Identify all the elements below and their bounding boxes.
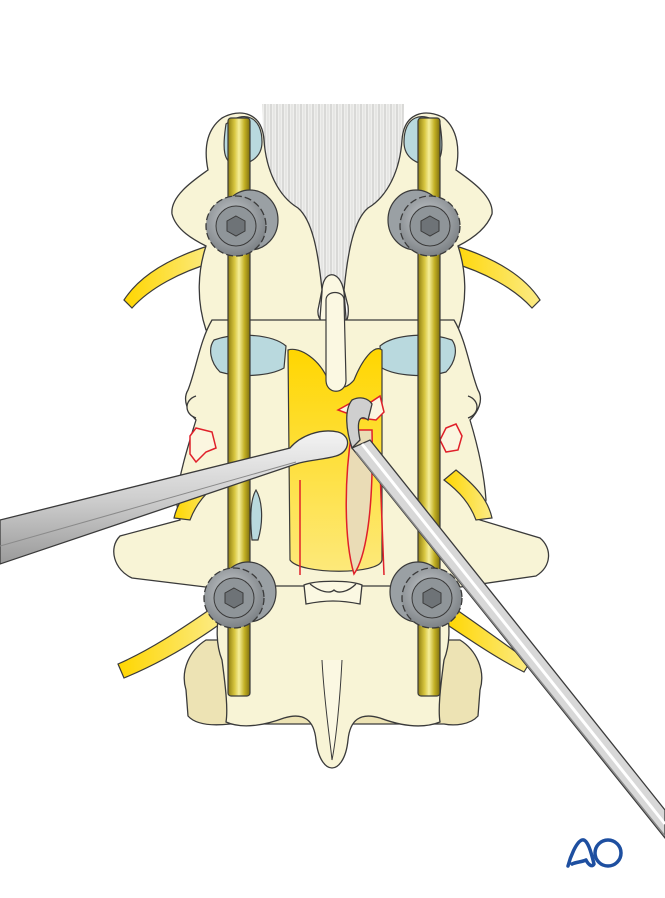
probe-instrument	[346, 397, 665, 840]
ao-logo: AO	[566, 836, 623, 868]
upper-nerve-roots	[123, 245, 541, 309]
elevator-instrument	[0, 430, 349, 565]
upper-left-screw	[205, 189, 279, 257]
lower-nerve-roots	[117, 607, 531, 679]
logo-text: AO	[566, 836, 589, 840]
lower-vertebra	[183, 580, 483, 769]
lower-left-screw	[203, 561, 277, 629]
lower-right-screw	[389, 561, 463, 629]
left-rod	[227, 117, 251, 697]
upper-right-screw	[387, 189, 461, 257]
